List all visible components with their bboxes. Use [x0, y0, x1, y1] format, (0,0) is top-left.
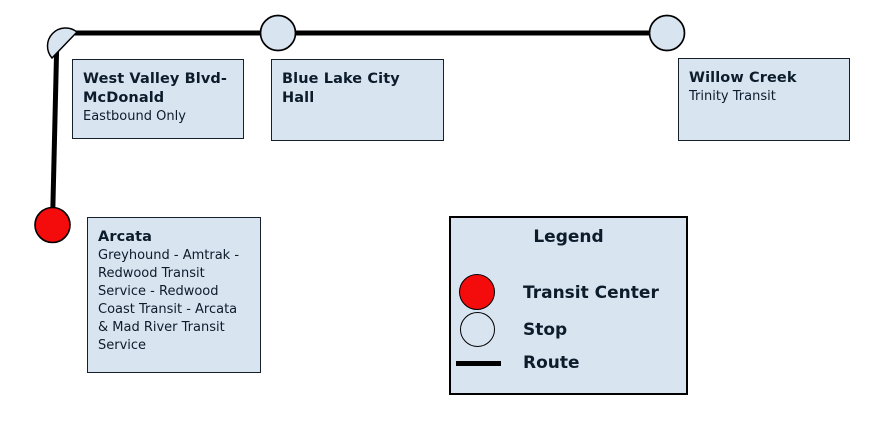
stop-label-box-willow-creek: Willow Creek Trinity Transit	[678, 58, 850, 141]
stop-label-box-west-valley: West Valley Blvd-McDonald Eastbound Only	[72, 59, 244, 139]
stop-marker-willow-creek	[648, 14, 686, 52]
stop-title: Arcata	[98, 229, 153, 245]
legend-label-route: Route	[523, 353, 580, 373]
stop-title: West Valley Blvd-McDonald	[83, 71, 227, 106]
stop-title: Blue Lake City Hall	[282, 71, 400, 106]
route-legend-icon	[456, 361, 501, 366]
legend-label-stop: Stop	[523, 320, 568, 340]
legend-title: Legend	[533, 227, 604, 247]
transit-center-label-box-arcata: Arcata Greyhound - Amtrak - Redwood Tran…	[87, 217, 261, 373]
stop-title: Willow Creek	[689, 70, 797, 86]
route-line-vertical	[50, 33, 60, 224]
stop-marker-blue-lake	[259, 14, 297, 52]
legend: Legend Transit Center Stop Route	[449, 216, 688, 395]
stop-subtitle: Eastbound Only	[83, 109, 186, 124]
stop-subtitle: Trinity Transit	[689, 89, 776, 104]
transit-center-marker-arcata	[34, 206, 71, 244]
stop-legend-icon	[460, 312, 495, 347]
transit-center-legend-icon	[459, 274, 495, 310]
stop-marker-west-valley	[46, 27, 79, 60]
stop-label-box-blue-lake: Blue Lake City Hall	[271, 59, 444, 141]
stop-subtitle: Greyhound - Amtrak - Redwood Transit Ser…	[98, 248, 240, 353]
legend-label-transit-center: Transit Center	[523, 283, 659, 303]
